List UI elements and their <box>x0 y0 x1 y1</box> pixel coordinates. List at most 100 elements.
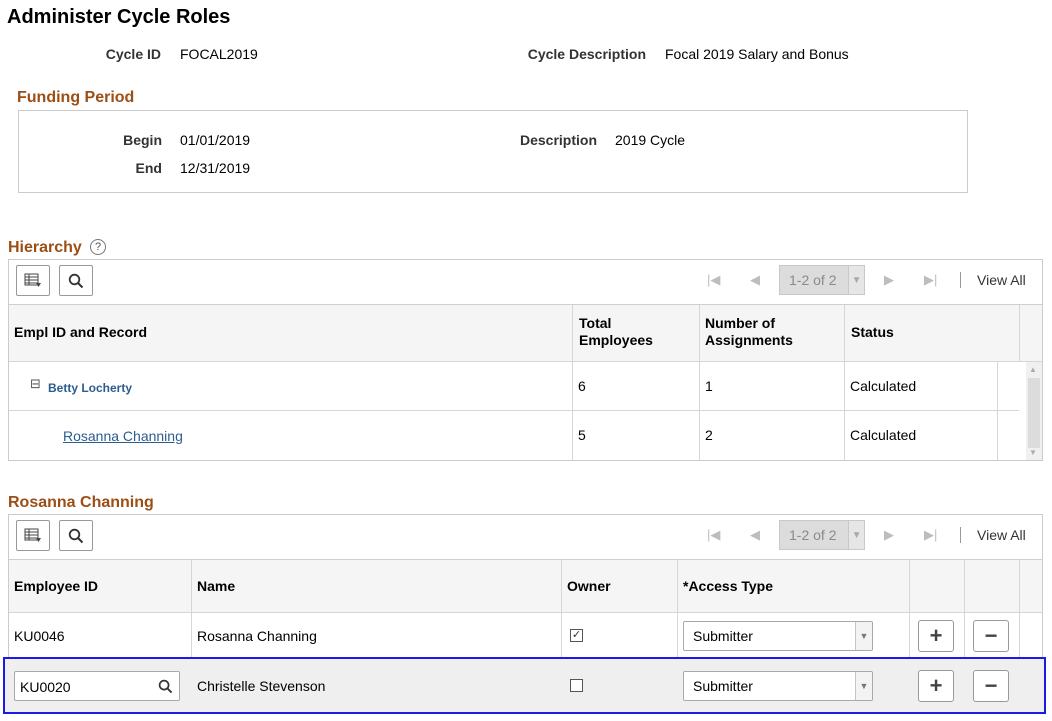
name-cell: Rosanna Channing <box>197 628 317 644</box>
employee-id-field[interactable]: KU0020 <box>14 671 180 701</box>
pager-text: 1-2 of 2 <box>789 527 837 543</box>
column-header-empl-id: Empl ID and Record <box>14 324 148 340</box>
divider <box>1019 560 1020 713</box>
grid-personalize-button[interactable] <box>16 520 50 551</box>
assignments-cell: 1 <box>705 378 713 394</box>
access-type-select[interactable]: Submitter ▼ <box>683 621 873 651</box>
grid-find-button[interactable] <box>59 265 93 296</box>
divider <box>677 560 678 713</box>
total-employees-cell: 6 <box>578 378 586 394</box>
hierarchy-heading: Hierarchy <box>8 239 82 256</box>
table-row: KU0020 Christelle Stevenson Submitter ▼ … <box>3 657 1046 714</box>
first-page-icon[interactable]: |◀ <box>707 272 721 287</box>
assignments-cell: 2 <box>705 427 713 443</box>
last-page-icon[interactable]: ▶| <box>924 527 938 542</box>
end-value: 12/31/2019 <box>180 160 251 176</box>
help-icon[interactable]: ? <box>90 239 106 255</box>
access-type-select[interactable]: Submitter ▼ <box>683 671 873 701</box>
cycle-description-label: Cycle Description <box>527 46 646 62</box>
divider <box>9 361 1042 362</box>
chevron-down-icon[interactable]: ▼ <box>848 521 864 549</box>
column-header-employee-id: Employee ID <box>14 578 99 594</box>
delete-row-button[interactable]: − <box>973 670 1009 702</box>
chevron-down-icon[interactable]: ▼ <box>855 672 872 700</box>
employee-id-value: KU0020 <box>20 679 71 695</box>
cycle-id-value: FOCAL2019 <box>180 46 258 62</box>
total-employees-cell: 5 <box>578 427 586 443</box>
column-header-total-employees: Total Employees <box>579 315 653 348</box>
grid-personalize-button[interactable] <box>16 265 50 296</box>
divider <box>1019 305 1020 361</box>
collapse-icon[interactable]: ⊟ <box>30 376 41 391</box>
column-header-name: Name <box>197 578 236 594</box>
begin-label: Begin <box>123 132 162 148</box>
begin-value: 01/01/2019 <box>180 132 251 148</box>
first-page-icon[interactable]: |◀ <box>707 527 721 542</box>
divider <box>964 560 965 713</box>
employee-id-cell: KU0046 <box>14 628 65 644</box>
next-page-icon[interactable]: ▶ <box>884 272 894 287</box>
column-header-status: Status <box>851 324 894 340</box>
chevron-down-icon[interactable]: ▼ <box>848 266 864 294</box>
cycle-description-value: Focal 2019 Salary and Bonus <box>665 46 849 62</box>
divider <box>997 361 998 460</box>
hierarchy-name-link[interactable]: Rosanna Channing <box>63 428 183 444</box>
vertical-scrollbar[interactable]: ▲ ▼ <box>1026 362 1042 460</box>
grid-icon <box>24 528 41 542</box>
last-page-icon[interactable]: ▶| <box>924 272 938 287</box>
previous-page-icon[interactable]: ◀ <box>750 272 760 287</box>
search-icon[interactable] <box>158 679 173 694</box>
owner-checkbox[interactable] <box>570 679 583 692</box>
end-label: End <box>135 160 162 176</box>
divider <box>572 305 573 460</box>
view-all-link[interactable]: View All <box>977 272 1026 288</box>
owner-checkbox[interactable]: ✓ <box>570 629 583 642</box>
divider <box>191 560 192 713</box>
funding-period-box <box>18 110 968 193</box>
name-cell: Christelle Stevenson <box>197 678 326 694</box>
divider <box>699 305 700 460</box>
scroll-up-icon[interactable]: ▲ <box>1029 365 1037 374</box>
table-row: Rosanna Channing 5 2 Calculated <box>9 411 997 460</box>
hierarchy-pager[interactable]: 1-2 of 2 ▼ <box>779 265 865 295</box>
column-header-owner: Owner <box>567 578 611 594</box>
chevron-down-icon[interactable]: ▼ <box>855 622 872 650</box>
grid-find-button[interactable] <box>59 520 93 551</box>
table-row: ⊟ Betty Locherty 6 1 Calculated <box>9 362 997 410</box>
grid-icon <box>24 273 41 287</box>
table-header <box>9 305 1042 361</box>
page-title: Administer Cycle Roles <box>7 6 231 28</box>
funding-period-heading: Funding Period <box>17 89 135 106</box>
divider <box>9 410 1019 411</box>
roles-heading: Rosanna Channing <box>8 494 154 511</box>
table-row: KU0046 Rosanna Channing ✓ Submitter ▼ + … <box>9 613 1042 660</box>
view-all-link[interactable]: View All <box>977 527 1026 543</box>
delete-row-button[interactable]: − <box>973 620 1009 652</box>
scroll-down-icon[interactable]: ▼ <box>1029 448 1037 457</box>
divider <box>844 305 845 460</box>
table-header <box>9 560 1042 612</box>
divider <box>9 304 1042 305</box>
search-icon <box>68 273 84 288</box>
add-row-button[interactable]: + <box>918 670 954 702</box>
hierarchy-grid <box>8 259 1043 461</box>
status-cell: Calculated <box>850 378 917 394</box>
access-type-value: Submitter <box>693 678 753 694</box>
separator <box>960 527 961 543</box>
roles-pager[interactable]: 1-2 of 2 ▼ <box>779 520 865 550</box>
access-type-value: Submitter <box>693 628 753 644</box>
column-header-assignments: Number of Assignments <box>705 315 793 348</box>
previous-page-icon[interactable]: ◀ <box>750 527 760 542</box>
hierarchy-name-link[interactable]: Betty Locherty <box>48 381 133 395</box>
add-row-button[interactable]: + <box>918 620 954 652</box>
next-page-icon[interactable]: ▶ <box>884 527 894 542</box>
status-cell: Calculated <box>850 427 917 443</box>
search-icon <box>68 528 84 543</box>
funding-description-label: Description <box>519 132 597 148</box>
cycle-id-label: Cycle ID <box>105 46 161 62</box>
funding-description-value: 2019 Cycle <box>615 132 686 148</box>
divider <box>561 560 562 713</box>
column-header-access-type: *Access Type <box>683 578 774 594</box>
scrollbar-thumb[interactable] <box>1028 378 1040 448</box>
divider <box>909 560 910 713</box>
